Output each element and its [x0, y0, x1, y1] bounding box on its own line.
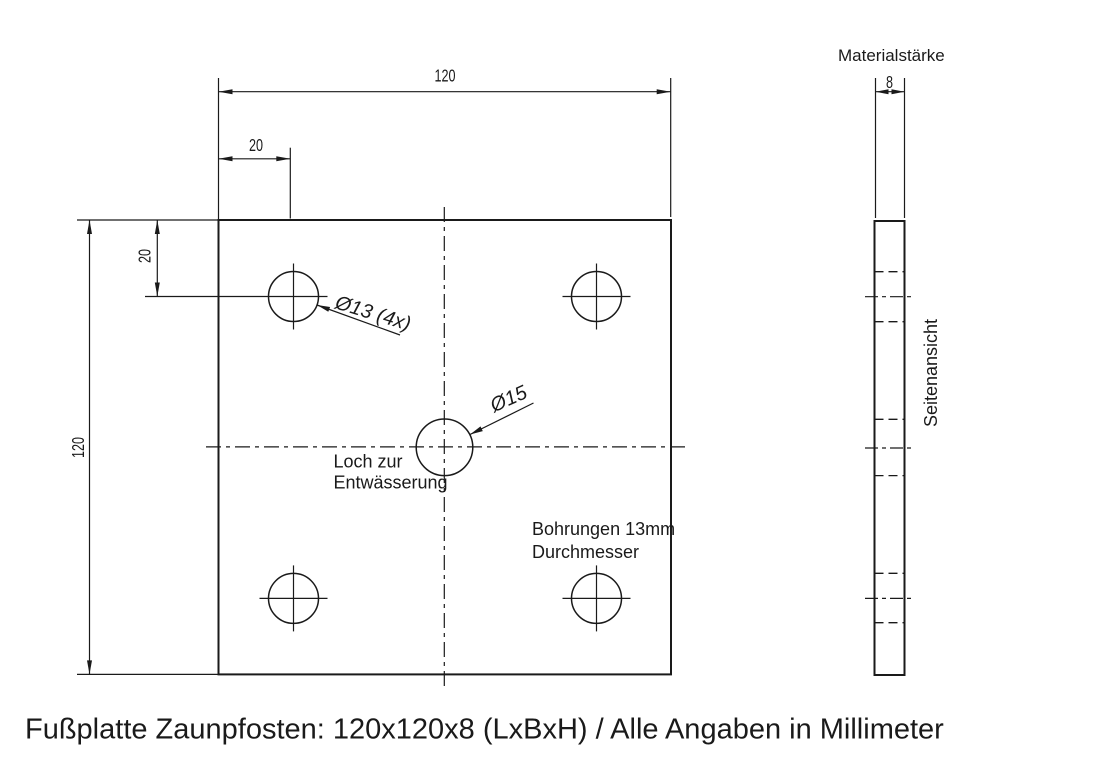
- drain-note-line1: Loch zur: [334, 452, 403, 472]
- dim-offset-left-label: 20: [135, 249, 155, 263]
- hidden-hole-edges: [874, 271, 905, 624]
- dim-thickness-8: [874, 78, 906, 218]
- corner-hole-callout: Ø13 (4x): [332, 291, 414, 335]
- leader-corner-hole: [316, 304, 401, 336]
- dim-width-label: 120: [435, 66, 456, 86]
- dim-thickness-label: 8: [886, 73, 893, 93]
- center-hole-callout: Ø15: [486, 381, 531, 417]
- side-view-label: Seitenansicht: [921, 319, 941, 427]
- dim-offset-top-label: 20: [249, 136, 263, 156]
- drain-note-line2: Entwässerung: [334, 473, 448, 493]
- caption: Fußplatte Zaunpfosten: 120x120x8 (LxBxH)…: [25, 714, 944, 746]
- dim-height-label: 120: [69, 437, 89, 458]
- bore-note-line1: Bohrungen 13mm: [532, 519, 675, 539]
- hole-center: [415, 418, 474, 477]
- bore-note-line2: Durchmesser: [532, 542, 639, 562]
- hole-crosshairs: [145, 263, 631, 632]
- side-centerlines: [865, 296, 915, 600]
- dim-width-120: [217, 78, 672, 220]
- dim-height-120: [77, 219, 219, 676]
- side-view: [865, 78, 915, 676]
- arrowheads: [87, 89, 905, 675]
- side-view-title: Materialstärke: [838, 46, 945, 65]
- front-view: [77, 78, 688, 688]
